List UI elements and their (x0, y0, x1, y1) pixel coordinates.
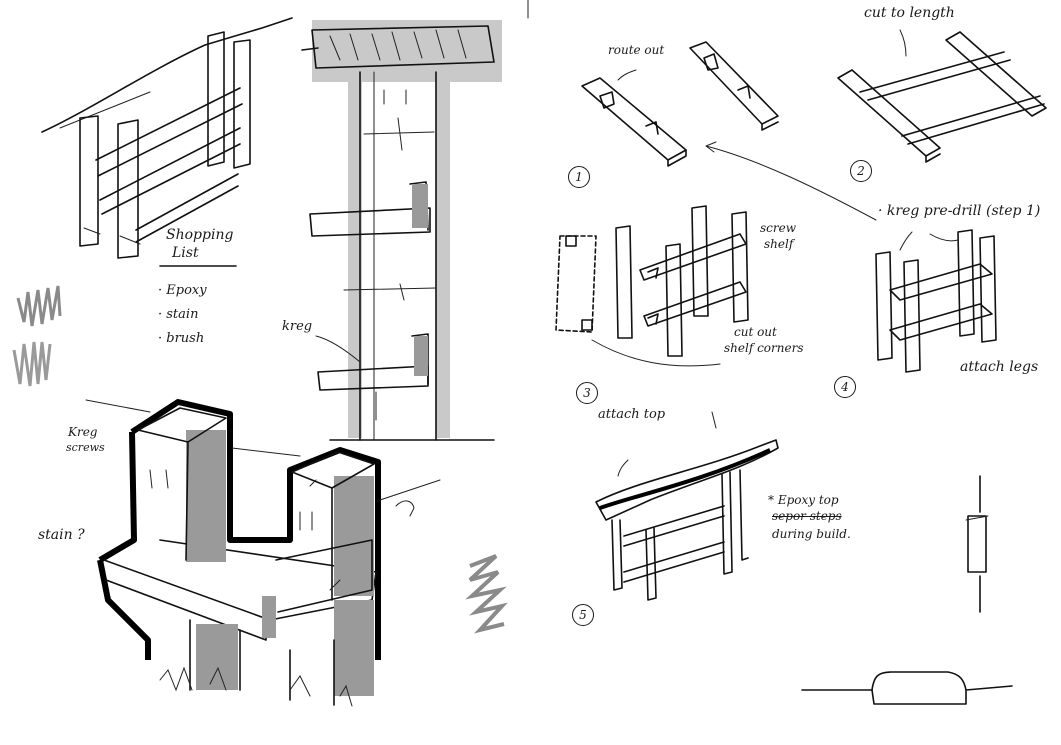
step3-shelf-legs-sketch (555, 205, 749, 367)
label-epoxy-note-line1: * Epoxy top (768, 493, 839, 507)
edge-detail-sketches (801, 475, 1013, 705)
label-route-out: route out (608, 43, 665, 57)
predrill-pointer-arrow (705, 141, 877, 221)
step-number-4: 4 (834, 376, 856, 398)
label-kreg-predrill: · kreg pre-drill (step 1) (878, 203, 1041, 219)
label-attach-top: attach top (598, 407, 666, 422)
label-cut-out-line1: cut out (734, 325, 777, 339)
railing-sketch (41, 17, 293, 259)
label-stain-question: stain ? (38, 527, 85, 543)
joint-isometric-sketch (85, 399, 441, 707)
shopping-list-title-line2: List (172, 245, 199, 261)
step2-frame-sketch (837, 29, 1047, 163)
step-number-5: 5 (572, 604, 594, 626)
label-screw-shelf-line1: screw (760, 221, 796, 235)
step-number-3: 3 (576, 382, 598, 404)
label-epoxy-note-line3: during build. (772, 527, 851, 541)
label-epoxy-note-line2: sepor steps (772, 509, 842, 523)
step-number-2: 2 (850, 160, 872, 182)
label-kreg-middle: kreg (282, 319, 313, 334)
label-cut-out-line2: shelf corners (724, 341, 804, 355)
step-number-1: 1 (568, 166, 590, 188)
step4-attach-legs-sketch (875, 229, 997, 373)
step1-boards-sketch (581, 41, 779, 167)
column-section-sketch (301, 20, 502, 441)
pencil-scribble-center (465, 554, 508, 634)
shopping-item-epoxy: · Epoxy (158, 283, 207, 298)
shopping-list-title-line1: Shopping (166, 227, 234, 243)
shopping-item-brush: · brush (158, 331, 205, 346)
pencil-scribbles-left (12, 285, 62, 387)
label-attach-legs: attach legs (960, 359, 1039, 375)
label-kreg-screws-line1: Kreg (68, 425, 98, 439)
label-cut-to-length: cut to length (864, 5, 955, 21)
step5-attach-top-sketch (595, 411, 779, 601)
shopping-item-stain: · stain (158, 307, 199, 322)
label-kreg-screws-line2: screws (66, 441, 105, 454)
label-screw-shelf-line2: shelf (764, 237, 794, 251)
